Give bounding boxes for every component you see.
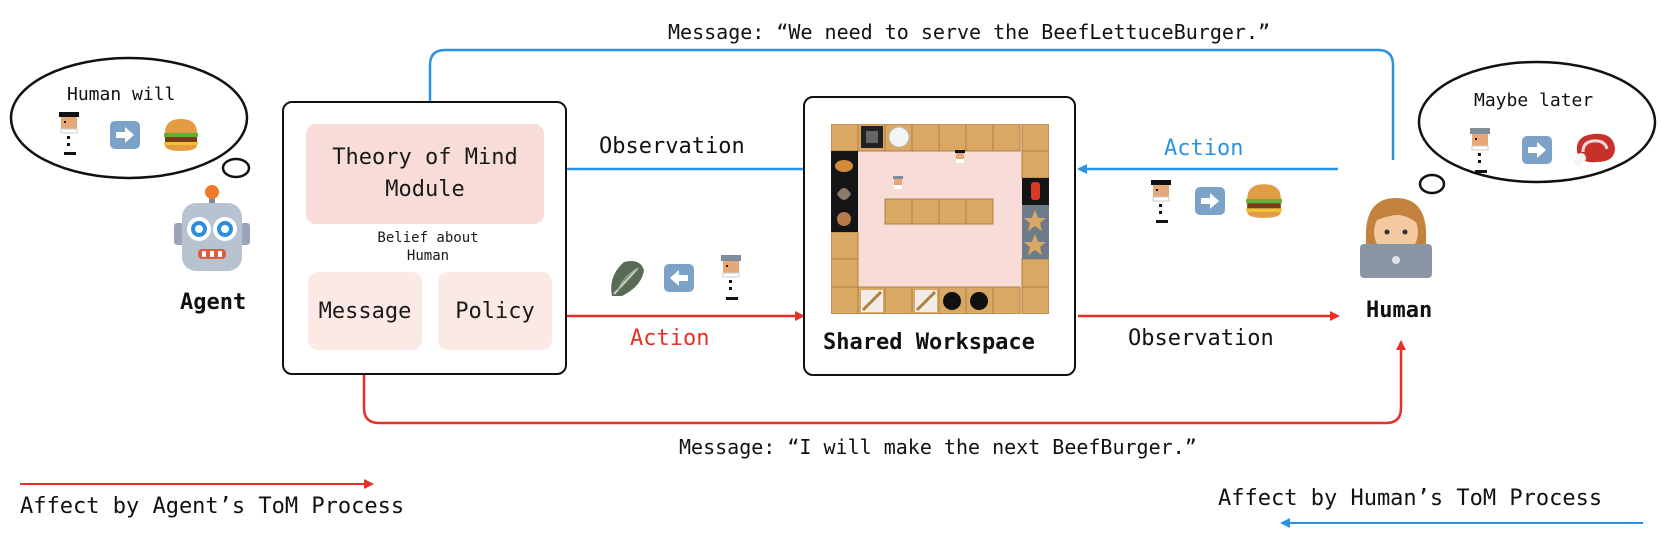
bottom-message-label: Message: “I will make the next BeefBurge… [679, 435, 1197, 459]
message-module: Message [308, 272, 422, 350]
legend-human-label: Affect by Human’s ToM Process [1218, 486, 1603, 511]
lettuce-icon [604, 256, 648, 300]
chef-grey-icon-thought [1467, 128, 1493, 174]
bottom-message-arrow [362, 340, 1406, 425]
agent-thought-dot [221, 157, 251, 179]
steak-icon [1573, 128, 1619, 168]
workspace-label: Shared Workspace [823, 330, 1035, 355]
policy-module: Policy [438, 272, 552, 350]
agent-thought-text: Human will [67, 84, 176, 105]
robot-icon [172, 183, 252, 283]
burger-icon [162, 115, 200, 153]
arrow-right-icon-human [1195, 187, 1225, 215]
message-module-label: Message [318, 298, 412, 324]
chef-grey-icon [718, 255, 744, 301]
burger-icon-human-action [1244, 180, 1284, 220]
human-action-label: Action [1164, 136, 1244, 161]
agent-label: Agent [180, 290, 247, 315]
chef-icon [56, 112, 82, 156]
human-thought-dot [1418, 173, 1446, 195]
arrow-left-icon [664, 264, 694, 292]
agent-thought-bubble [9, 56, 249, 180]
human-label: Human [1366, 298, 1433, 323]
human-thought-text: Maybe later [1474, 90, 1594, 111]
chef-icon-human-action [1148, 180, 1174, 224]
top-message-label: Message: “We need to serve the BeefLettu… [668, 20, 1271, 44]
policy-module-label: Policy [455, 298, 535, 324]
tom-module-label: Theory of Mind Module [332, 145, 518, 202]
belief-label: Belief about Human [377, 230, 479, 264]
observation-to-agent-label: Observation [599, 134, 745, 159]
human-icon [1356, 192, 1436, 282]
agent-action-label: Action [630, 326, 710, 351]
arrow-right-icon [110, 121, 140, 149]
kitchen-map [830, 123, 1050, 315]
observation-to-human-label: Observation [1128, 326, 1274, 351]
tom-module: Theory of Mind Module [306, 124, 544, 224]
top-message-arrow [425, 48, 1395, 160]
arrow-right-icon-thought [1522, 136, 1552, 164]
legend-agent-label: Affect by Agent’s ToM Process [20, 494, 405, 519]
